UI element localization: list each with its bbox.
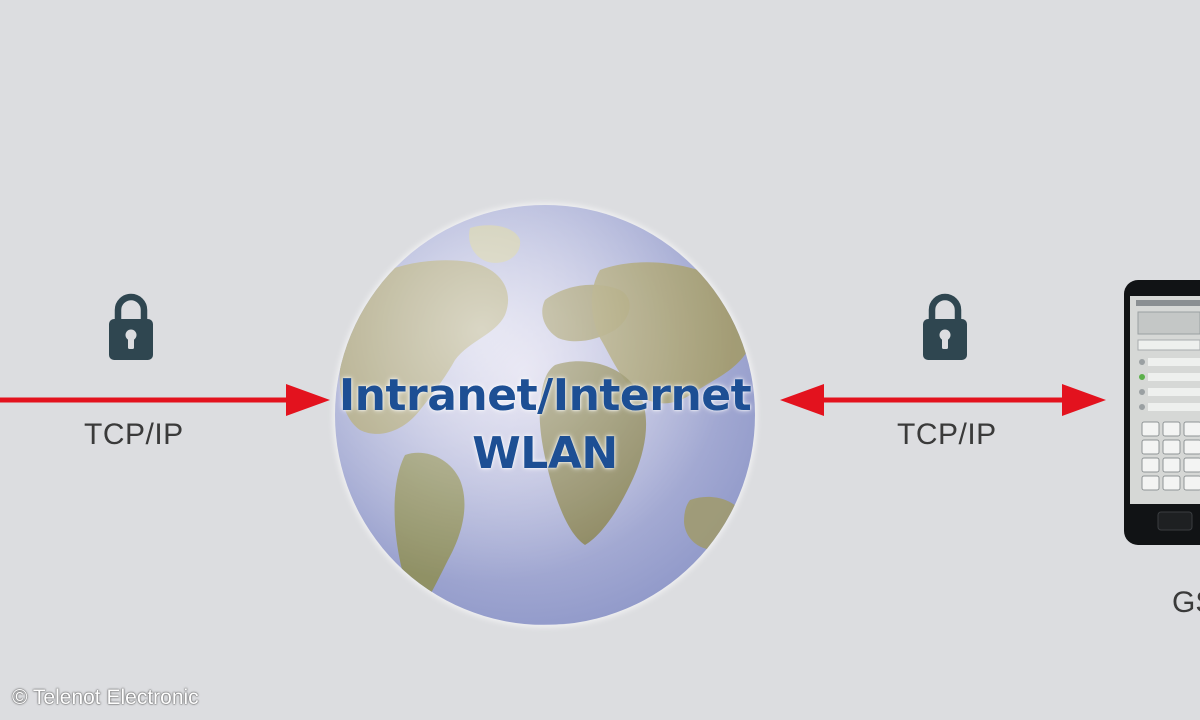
left-connection-arrow: [0, 384, 330, 416]
smartphone-icon: [1124, 280, 1200, 545]
globe: [333, 203, 757, 627]
copyright-notice: © Telenot Electronic: [12, 686, 199, 709]
right-connection-arrow: [780, 384, 1106, 416]
padlock-icon: [923, 293, 967, 360]
phone-caption: GS: [1172, 586, 1200, 619]
padlock-icon: [109, 293, 153, 360]
right-link-label: TCP/IP: [897, 418, 997, 451]
globe-title: Intranet/Internet: [338, 370, 752, 421]
globe-subtitle: WLAN: [472, 428, 618, 479]
left-link-label: TCP/IP: [84, 418, 184, 451]
